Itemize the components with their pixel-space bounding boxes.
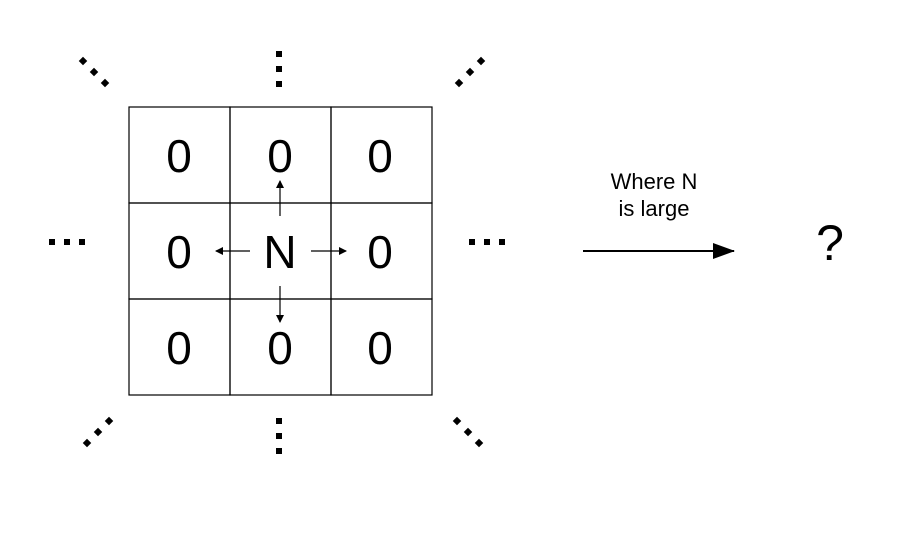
spread-arrows [215, 180, 347, 323]
ellipsis-top-right-icon [454, 56, 486, 88]
result-label: ? [816, 215, 844, 271]
ellipsis-top-icon [276, 51, 282, 87]
grid-value-1-0: 0 [166, 226, 192, 278]
caption-line-2: is large [619, 196, 690, 221]
ellipsis-bottom-right-icon [452, 416, 484, 448]
grid-value-2-2: 0 [367, 322, 393, 374]
grid-value-0-1: 0 [267, 130, 293, 182]
ellipsis-right-icon [469, 239, 505, 245]
grid-value-0-2: 0 [367, 130, 393, 182]
ellipsis-bottom-icon [276, 418, 282, 454]
ellipsis-left-icon [49, 239, 85, 245]
caption-line-1: Where N [611, 169, 698, 194]
grid: 0 0 0 0 N 0 0 0 0 [128, 106, 433, 396]
grid-value-1-1: N [263, 226, 296, 278]
grid-value-2-0: 0 [166, 322, 192, 374]
grid-cell-2-2 [330, 298, 433, 396]
ellipsis-top-left-icon [78, 56, 110, 88]
grid-value-2-1: 0 [267, 322, 293, 374]
continuation-marks [49, 51, 505, 454]
ellipsis-bottom-left-icon [82, 416, 114, 448]
grid-value-1-2: 0 [367, 226, 393, 278]
grid-value-0-0: 0 [166, 130, 192, 182]
